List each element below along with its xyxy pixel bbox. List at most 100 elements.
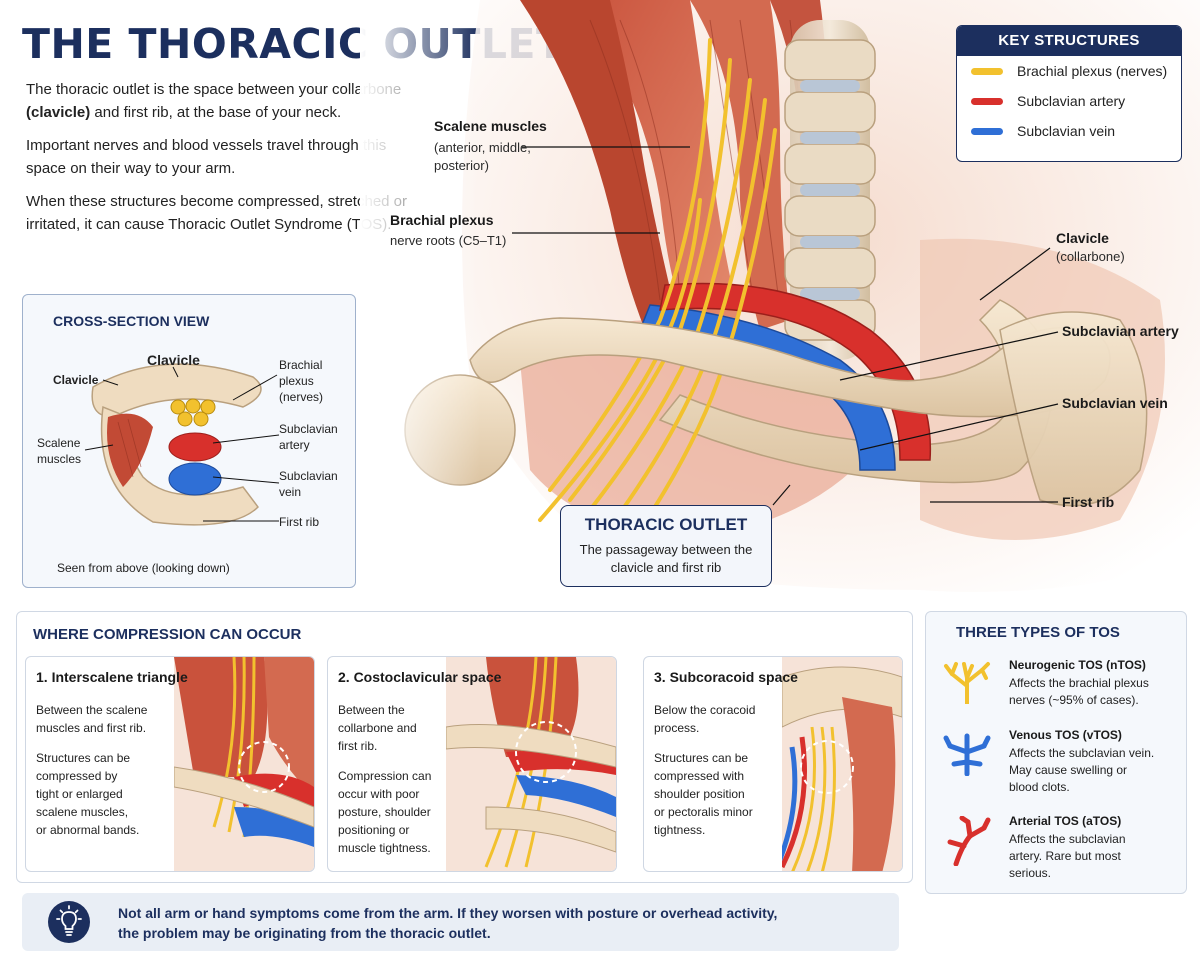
artery-icon bbox=[947, 816, 991, 866]
type-venous-name: Venous TOS (vTOS) bbox=[1009, 728, 1122, 742]
xsec-label-vein-2: vein bbox=[279, 485, 302, 499]
tip-line1: Not all arm or hand symptoms come from t… bbox=[118, 905, 778, 921]
compression-card-interscalene: 1. Interscalene triangle Between the sca… bbox=[25, 656, 315, 872]
card3-p2-l4: or pectoralis minor bbox=[654, 805, 753, 819]
key-row-nerves: Brachial plexus (nerves) bbox=[957, 56, 1181, 86]
tip-text: Not all arm or hand symptoms come from t… bbox=[118, 903, 878, 943]
card3-p2-l1: Structures can be bbox=[654, 751, 749, 765]
label-scalene-sub2: posterior) bbox=[434, 158, 489, 173]
artery-swatch bbox=[971, 97, 1003, 105]
xsec-label-plexus-1: Brachial bbox=[279, 358, 323, 372]
intro-p1-bold: (clavicle) bbox=[26, 104, 91, 121]
intro-text: The thoracic outlet is the space between… bbox=[26, 78, 426, 246]
lightbulb-icon bbox=[48, 901, 90, 943]
key-row-artery: Subclavian artery bbox=[957, 86, 1181, 116]
type-venous-l1: Affects the subclavian vein. bbox=[1009, 746, 1155, 760]
xsec-label-scalene-1: Scalene bbox=[37, 436, 81, 450]
subcoracoid-illustration bbox=[782, 657, 902, 871]
intro-p3: When these structures become compressed,… bbox=[26, 193, 408, 233]
label-clavicle-title: Clavicle bbox=[1056, 230, 1109, 246]
xsec-caption: Seen from above (looking down) bbox=[57, 561, 230, 575]
card2-p2-l3: posture, shoulder bbox=[338, 805, 431, 819]
xsec-label-clavicle-left: Clavicle bbox=[53, 373, 99, 387]
cervical-spine bbox=[784, 20, 876, 360]
card3-p2-l3: shoulder position bbox=[654, 787, 745, 801]
card1-title: 1. Interscalene triangle bbox=[36, 669, 188, 685]
cross-section-leader-lines bbox=[84, 366, 280, 522]
card1-p2-l4: scalene muscles, bbox=[36, 805, 129, 819]
xsec-label-artery-2: artery bbox=[279, 438, 310, 452]
costoclavicular-illustration bbox=[446, 657, 616, 871]
hero-leader-lines bbox=[512, 146, 1059, 506]
card1-p1-l2: muscles and first rib. bbox=[36, 721, 147, 735]
types-panel: THREE TYPES OF TOS Neurogenic TOS (nTOS)… bbox=[925, 611, 1187, 894]
card1-p2-l2: compressed by bbox=[36, 769, 118, 783]
type-neurogenic-name: Neurogenic TOS (nTOS) bbox=[1009, 658, 1146, 672]
card3-p1-l2: process. bbox=[654, 721, 700, 735]
card1-p2-l1: Structures can be bbox=[36, 751, 131, 765]
compression-card-subcoracoid: 3. Subcoracoid space Below the coracoid … bbox=[643, 656, 903, 872]
xsec-label-vein-1: Subclavian bbox=[279, 469, 338, 483]
card2-p1-l2: collarbone and bbox=[338, 721, 417, 735]
card3-p2-l2: compressed with bbox=[654, 769, 745, 783]
nerve-swatch bbox=[971, 67, 1003, 75]
key-label-vein: Subclavian vein bbox=[1017, 123, 1116, 139]
label-subclavian-vein: Subclavian vein bbox=[1062, 395, 1168, 411]
callout-line2: clavicle and first rib bbox=[610, 560, 722, 575]
card1-p1-l1: Between the scalene bbox=[36, 703, 148, 717]
card2-p1-l1: Between the bbox=[338, 703, 405, 717]
hero-fade bbox=[360, 0, 480, 600]
thoracic-outlet-callout: THORACIC OUTLET The passageway between t… bbox=[560, 505, 772, 587]
cross-section-title: CROSS-SECTION VIEW bbox=[53, 313, 210, 329]
types-title: THREE TYPES OF TOS bbox=[956, 624, 1120, 641]
xsec-label-first-rib: First rib bbox=[279, 515, 319, 529]
type-neurogenic-desc: Affects the brachial plexus nerves (~95%… bbox=[1009, 675, 1179, 709]
subclavian-artery-shape bbox=[659, 282, 932, 461]
card2-title: 2. Costoclavicular space bbox=[338, 669, 502, 685]
card2-p2-l2: occur with poor bbox=[338, 787, 420, 801]
tip-banner: Not all arm or hand symptoms come from t… bbox=[22, 893, 899, 951]
card1-p2-l5: or abnormal bands. bbox=[36, 823, 140, 837]
type-neurogenic-l1: Affects the brachial plexus bbox=[1009, 676, 1149, 690]
label-first-rib: First rib bbox=[1062, 494, 1115, 510]
key-structures-legend: KEY STRUCTURES Brachial plexus (nerves) … bbox=[956, 25, 1182, 162]
key-label-nerves: Brachial plexus (nerves) bbox=[1017, 63, 1168, 79]
label-scalene-title: Scalene muscles bbox=[434, 118, 547, 134]
label-clavicle-sub: (collarbone) bbox=[1056, 249, 1125, 264]
label-plexus-title: Brachial plexus bbox=[390, 212, 494, 228]
type-arterial-l1: Affects the subclavian bbox=[1009, 832, 1126, 846]
label-plexus-sub: nerve roots (C5–T1) bbox=[390, 233, 507, 248]
key-row-vein: Subclavian vein bbox=[957, 116, 1181, 146]
card3-p2-l5: tightness. bbox=[654, 823, 706, 837]
card2-p2-l5: muscle tightness. bbox=[338, 841, 431, 855]
interscalene-illustration bbox=[174, 657, 314, 871]
intro-p1a: The thoracic outlet is the space between… bbox=[26, 81, 402, 98]
xsec-label-scalene-2: muscles bbox=[37, 452, 82, 466]
type-arterial-name: Arterial TOS (aTOS) bbox=[1009, 814, 1122, 828]
callout-title: THORACIC OUTLET bbox=[584, 515, 748, 534]
card3-p1-l1: Below the coracoid bbox=[654, 703, 756, 717]
callout-line1: The passageway between the bbox=[579, 542, 753, 557]
type-arterial-l2: artery. Rare but most bbox=[1009, 849, 1121, 863]
intro-p1b: and first rib, at the base of your neck. bbox=[90, 104, 342, 121]
label-scalene-sub1: (anterior, middle, bbox=[434, 140, 531, 155]
type-neurogenic-l2: nerves (~95% of cases). bbox=[1009, 693, 1139, 707]
xsec-label-artery-1: Subclavian bbox=[279, 422, 338, 436]
vein-swatch bbox=[971, 127, 1003, 135]
cross-section-panel: CROSS-SECTION VIEW Clavicle Clavicle Bra… bbox=[22, 294, 356, 588]
type-venous-l2: May cause swelling or bbox=[1009, 763, 1128, 777]
key-title: KEY STRUCTURES bbox=[957, 26, 1181, 56]
cross-section-illustration bbox=[91, 363, 262, 526]
compression-card-costoclavicular: 2. Costoclavicular space Between the col… bbox=[327, 656, 617, 872]
card1-p2-l3: tight or enlarged bbox=[36, 787, 123, 801]
card2-p2-l4: positioning or bbox=[338, 823, 410, 837]
nerve-icon bbox=[944, 662, 990, 704]
xsec-label-clavicle-top: Clavicle bbox=[147, 352, 200, 368]
card2-p2-l1: Compression can bbox=[338, 769, 432, 783]
type-arterial-desc: Affects the subclavian artery. Rare but … bbox=[1009, 831, 1179, 882]
intro-p2: Important nerves and blood vessels trave… bbox=[26, 137, 387, 177]
type-venous-desc: Affects the subclavian vein. May cause s… bbox=[1009, 745, 1179, 796]
label-subclavian-artery: Subclavian artery bbox=[1062, 323, 1179, 339]
xsec-label-plexus-2: plexus bbox=[279, 374, 314, 388]
compression-title: WHERE COMPRESSION CAN OCCUR bbox=[33, 626, 302, 643]
